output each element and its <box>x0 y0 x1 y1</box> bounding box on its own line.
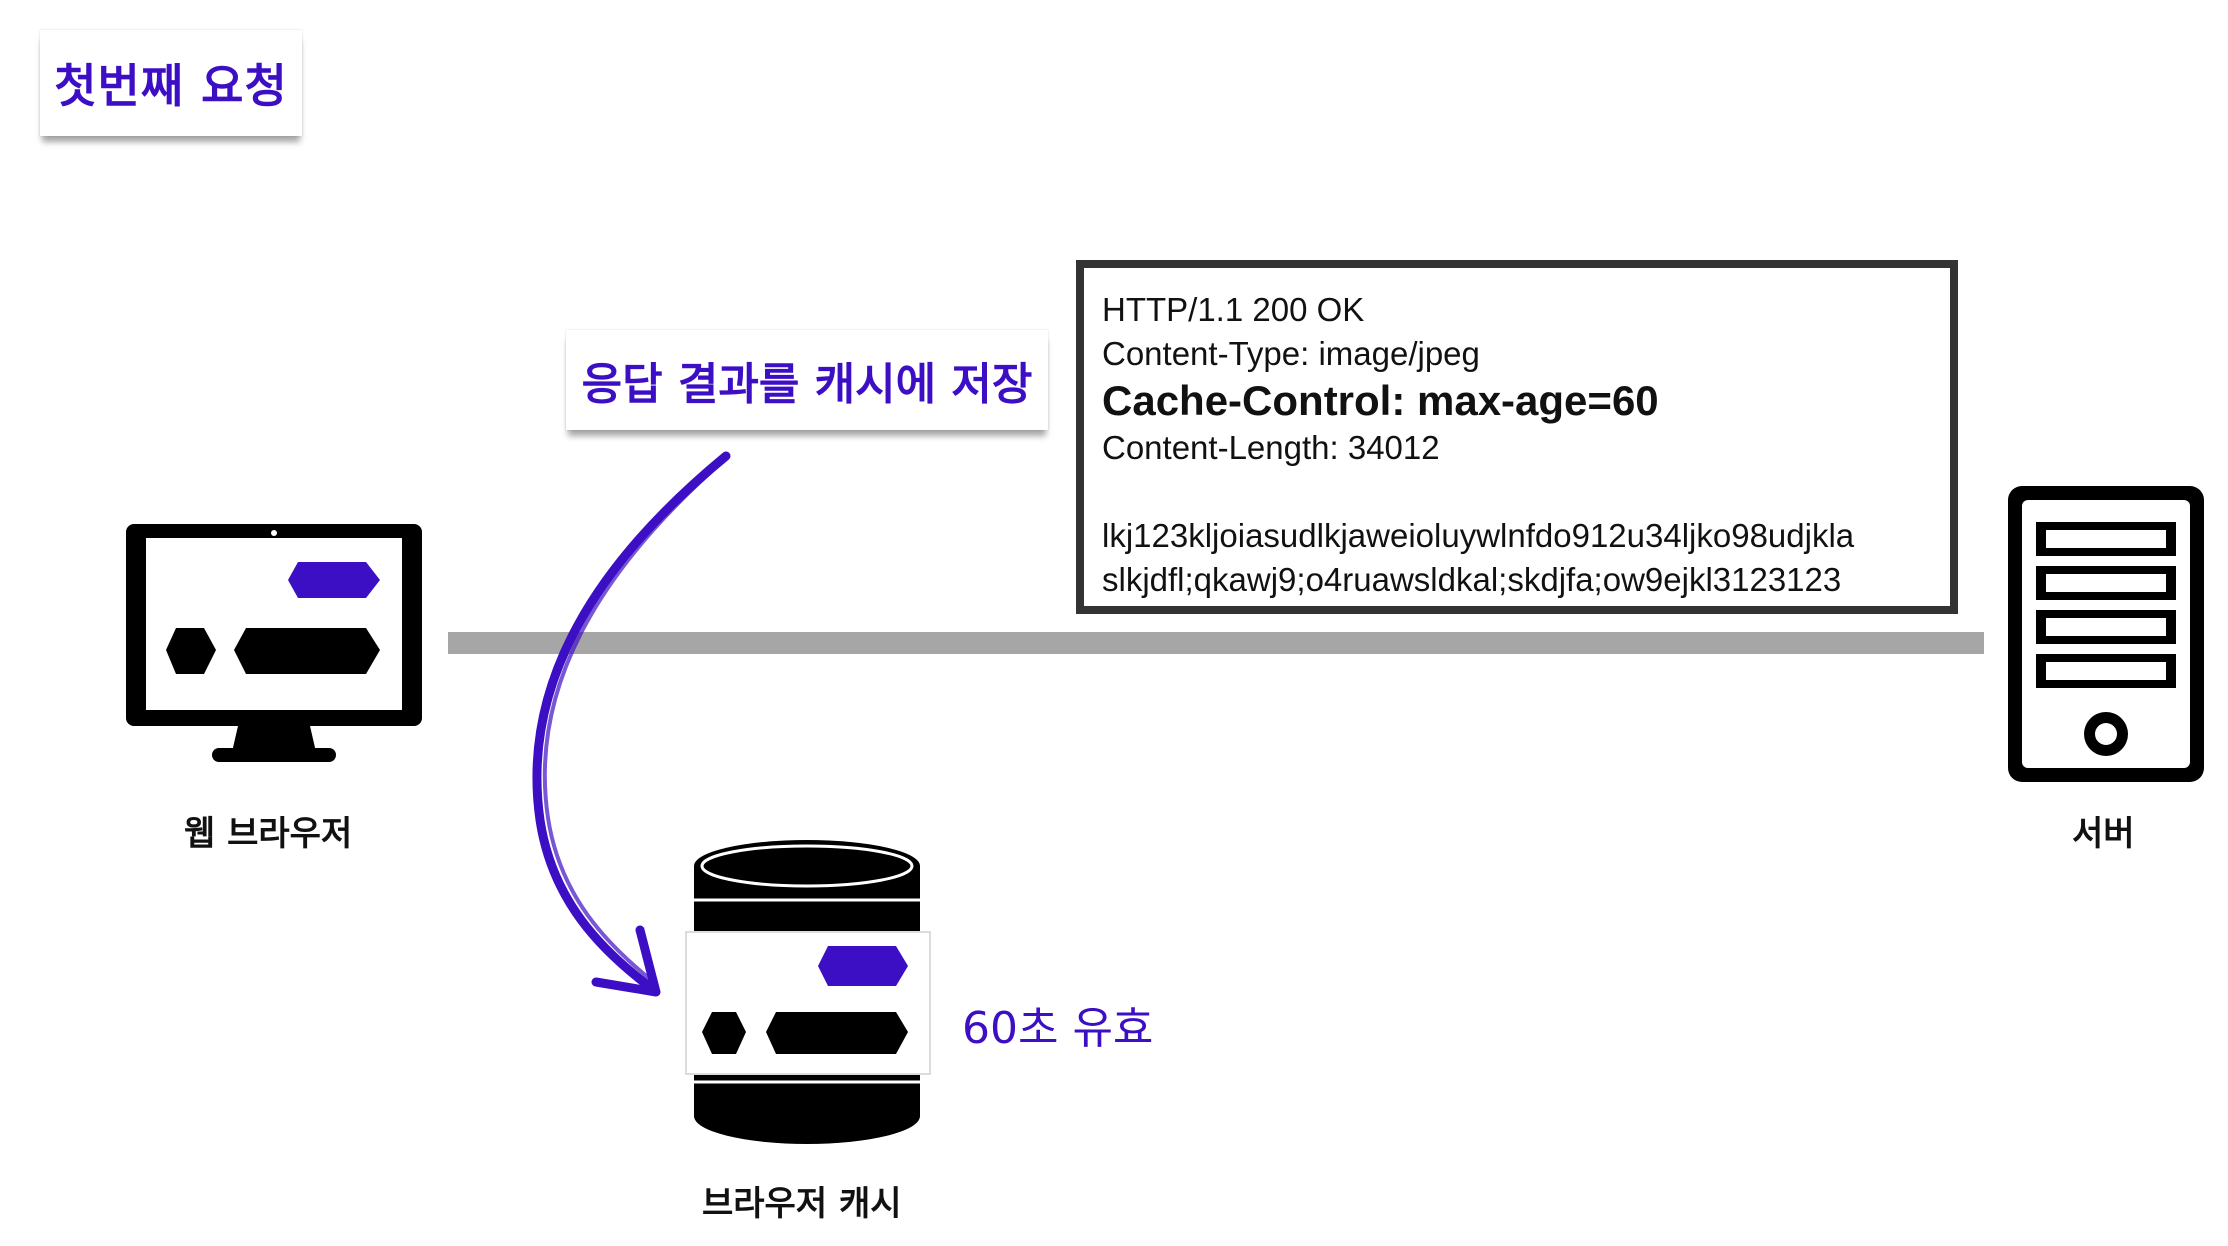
http-response-box: HTTP/1.1 200 OK Content-Type: image/jpeg… <box>1076 260 1958 614</box>
http-body-line-1: lkj123kljoiasudlkjaweioluywlnfdo912u34lj… <box>1102 517 1855 554</box>
server-label: 서버 <box>2072 814 2135 854</box>
cache-validity-label: 60초 유효 <box>962 1003 1154 1054</box>
http-status-line: HTTP/1.1 200 OK <box>1102 291 1365 328</box>
cache-label: 브라우저 캐시 <box>702 1184 902 1224</box>
cache-note-card: 응답 결과를 캐시에 저장 <box>566 330 1048 430</box>
cache-note-text: 응답 결과를 캐시에 저장 <box>581 359 1033 410</box>
http-content-type: Content-Type: image/jpeg <box>1102 335 1480 372</box>
slide-title: 첫번째 요청 <box>54 59 288 113</box>
browser-label: 웹 브라우저 <box>184 814 353 854</box>
slide-title-card: 첫번째 요청 <box>40 30 302 136</box>
curved-arrow <box>532 451 731 997</box>
database-icon <box>685 840 931 1144</box>
monitor-icon <box>126 524 422 762</box>
http-cache-control: Cache-Control: max-age=60 <box>1102 377 1659 424</box>
http-content-length: Content-Length: 34012 <box>1102 429 1440 466</box>
connection-line <box>448 632 1984 654</box>
server-icon <box>2008 486 2204 782</box>
http-body-line-2: slkjdfl;qkawj9;o4ruawsldkal;skdjfa;ow9ej… <box>1102 561 1842 598</box>
